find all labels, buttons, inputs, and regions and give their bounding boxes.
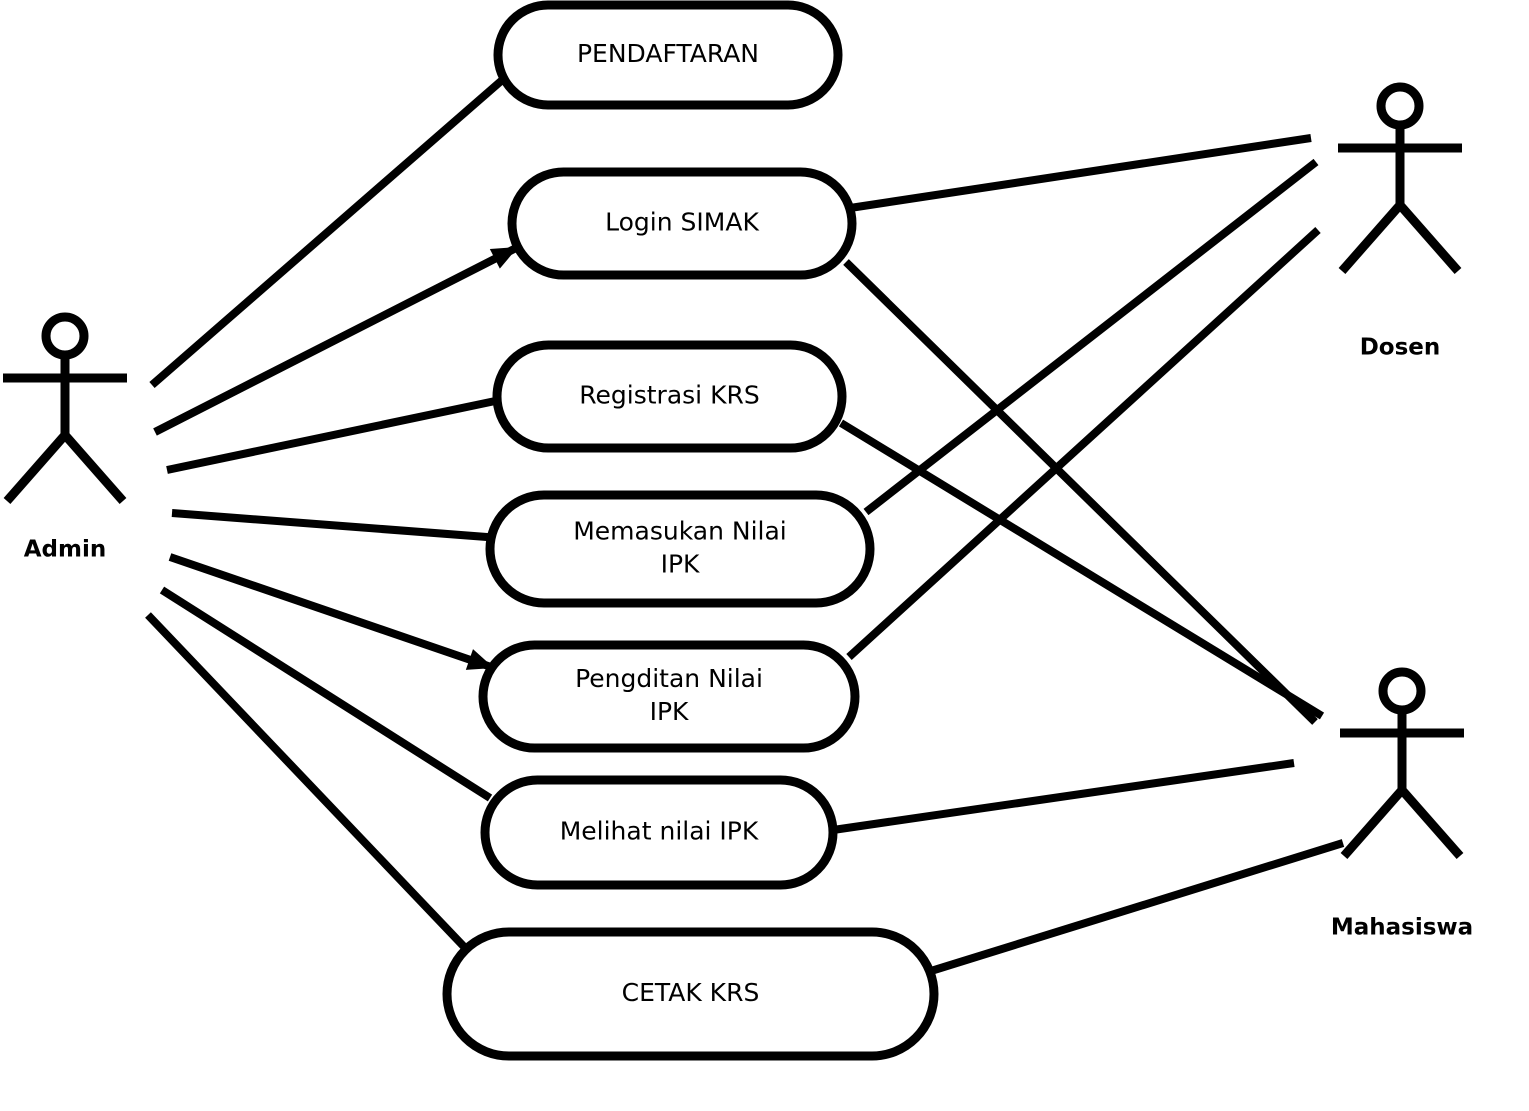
association-line-login-simak-dosen (849, 134, 1312, 212)
use-case-label: Registrasi KRS (579, 381, 759, 410)
association-line-admin-melihat-nilai (159, 586, 493, 802)
association-line-pengditan-nilai-dosen (846, 227, 1321, 660)
association-line-login-simak-mahasiswa (843, 259, 1318, 725)
use-case-shape (493, 0, 843, 110)
association-arrowhead-arrow-login-simak (489, 247, 518, 269)
actor-head-icon (41, 312, 89, 360)
use-case-label: CETAK KRS (622, 978, 760, 1007)
use-case-registrasi-krs[interactable]: Registrasi KRS (492, 340, 847, 453)
association-arrowhead-arrow-pengditan-nilai (465, 649, 494, 670)
use-case-melihat-nilai-ipk[interactable]: Melihat nilai IPK (480, 775, 838, 890)
association-line-admin-pengditan-nilai (168, 553, 496, 672)
actor-label: Admin (24, 537, 107, 563)
association-lines-group (145, 71, 1345, 975)
arrow-heads-group (465, 247, 518, 670)
actor-left-leg-line (1338, 202, 1404, 274)
actor-head-icon (1376, 82, 1424, 130)
association-line-admin-registrasi-krs (166, 396, 501, 474)
association-line-admin-login-simak (153, 243, 520, 436)
use-case-label: Pengditan Nilai (575, 664, 763, 693)
actor-admin[interactable]: Admin (3, 312, 127, 563)
actor-label: Mahasiswa (1331, 915, 1473, 941)
use-case-label: PENDAFTARAN (577, 39, 759, 68)
use-case-shape (485, 490, 875, 608)
actor-head-icon (1378, 667, 1426, 715)
actor-dosen[interactable]: Dosen (1338, 82, 1462, 361)
use-case-shape (492, 340, 847, 453)
use-case-label: Melihat nilai IPK (560, 817, 759, 846)
actor-left-leg-line (3, 432, 69, 504)
actor-mahasiswa[interactable]: Mahasiswa (1331, 667, 1473, 941)
actor-right-leg-line (1398, 787, 1464, 859)
association-line-cetak-krs-mahasiswa (929, 839, 1345, 975)
actor-right-leg-line (1396, 202, 1462, 274)
use-case-shape (478, 640, 860, 753)
use-case-label: IPK (661, 550, 700, 579)
association-line-admin-cetak-krs (145, 612, 473, 956)
use-case-shape (480, 775, 838, 890)
actor-label: Dosen (1360, 335, 1441, 361)
actor-left-leg-line (1340, 787, 1406, 859)
association-line-admin-pendaftaran (149, 71, 511, 389)
use-case-shape (442, 927, 939, 1061)
use-case-label: Login SIMAK (605, 208, 759, 237)
association-line-admin-memasukan-nilai (171, 509, 501, 542)
association-line-registrasi-krs-mahasiswa (838, 419, 1325, 720)
association-line-melihat-nilai-mahasiswa (832, 759, 1295, 834)
use-case-cetak-krs[interactable]: CETAK KRS (442, 927, 939, 1061)
use-case-shapes-group: PENDAFTARAN Login SIMAK Registrasi KRS Mema… (442, 0, 939, 1061)
use-case-pendaftaran[interactable]: PENDAFTARAN (493, 0, 843, 110)
use-case-label: IPK (650, 697, 689, 726)
actor-right-leg-line (61, 432, 127, 504)
use-case-shape (507, 167, 857, 280)
use-case-label: Memasukan Nilai (573, 517, 787, 546)
use-case-login-simak[interactable]: Login SIMAK (507, 167, 857, 280)
association-line-memasukan-nilai-dosen (863, 158, 1319, 516)
